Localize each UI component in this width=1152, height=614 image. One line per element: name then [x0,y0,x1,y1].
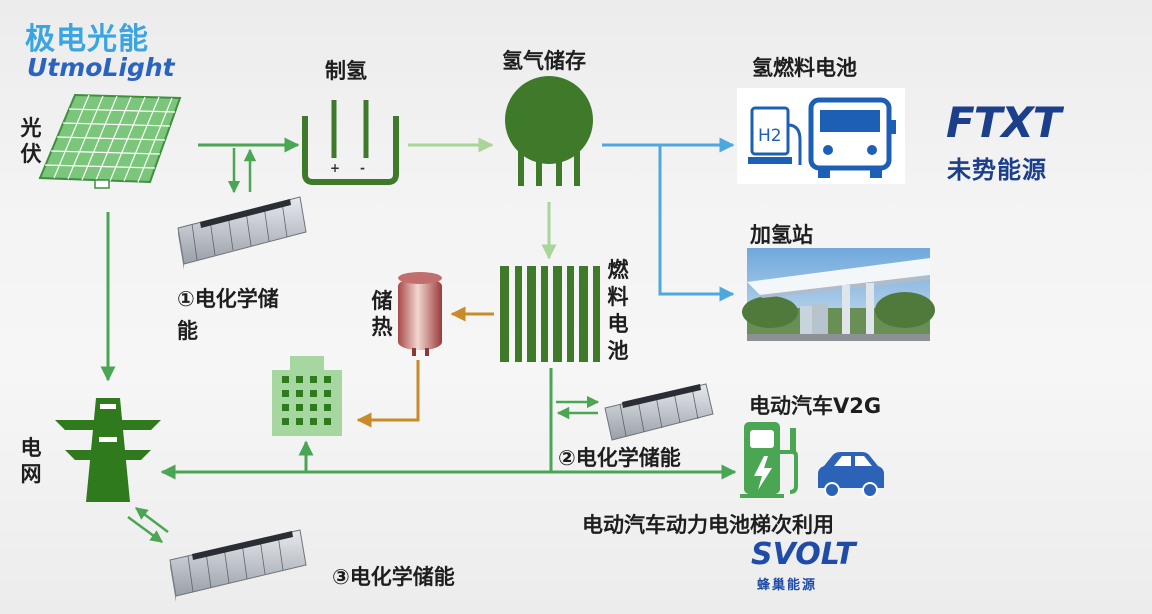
heat-storage-tank-icon [398,272,442,356]
electrode-plus: + [330,161,340,175]
ev-charger-icon [740,422,798,498]
storage3-down-arrow [127,515,164,544]
h2-icon-text: H2 [758,126,782,146]
battery-reuse-label: 电动汽车动力电池梯次利用 [582,513,834,537]
storage3-label: ③电化学储能 [332,565,455,589]
hydrogen-station-photo [742,248,935,341]
battery-container-2-icon [604,383,714,441]
electrode-minus: - [360,161,365,175]
ftxt-logo-en: FTXT [946,98,1061,147]
building-icon [272,356,342,436]
solar-panel-icon [38,93,182,189]
ftxt-logo-cn: 未势能源 [947,156,1047,184]
electrolysis-label: 制氢 [325,59,367,83]
storage-to-station-arrow [658,145,735,302]
heat-storage-label: 储热 [371,289,393,339]
electrolyzer-icon: + - [302,100,399,185]
battery-container-3-icon [169,529,307,602]
fuel-cell-vehicle-label: 氢燃料电池 [752,56,857,80]
electric-car-icon [818,452,884,498]
pv-label: 光伏 [20,116,42,166]
svolt-logo-en: SVOLT [751,537,856,572]
storage3-up-arrow [135,507,169,533]
fuel-cell-bus-icon: H2 [737,88,905,184]
storage1-label: ①电化学储能 [177,287,279,343]
power-tower-icon [55,398,161,502]
grid-label: 电网 [20,436,42,486]
h2-station-label: 加氢站 [750,223,813,247]
fuel-cell-stack-icon [500,266,600,362]
storage2-label: ②电化学储能 [558,446,681,470]
h2-storage-label: 氢气储存 [502,49,586,73]
hydrogen-tank-icon [505,76,593,186]
ev-v2g-label: 电动汽车V2G [749,394,882,418]
utmolight-logo-en: UtmoLight [27,53,175,82]
heat-to-building-arrow [356,360,420,428]
utmolight-logo-cn: 极电光能 [25,22,149,57]
fuel-cell-label: 燃料电池 [607,258,629,363]
battery-container-1-icon [177,196,307,270]
svolt-logo-cn: 蜂巢能源 [757,578,818,593]
